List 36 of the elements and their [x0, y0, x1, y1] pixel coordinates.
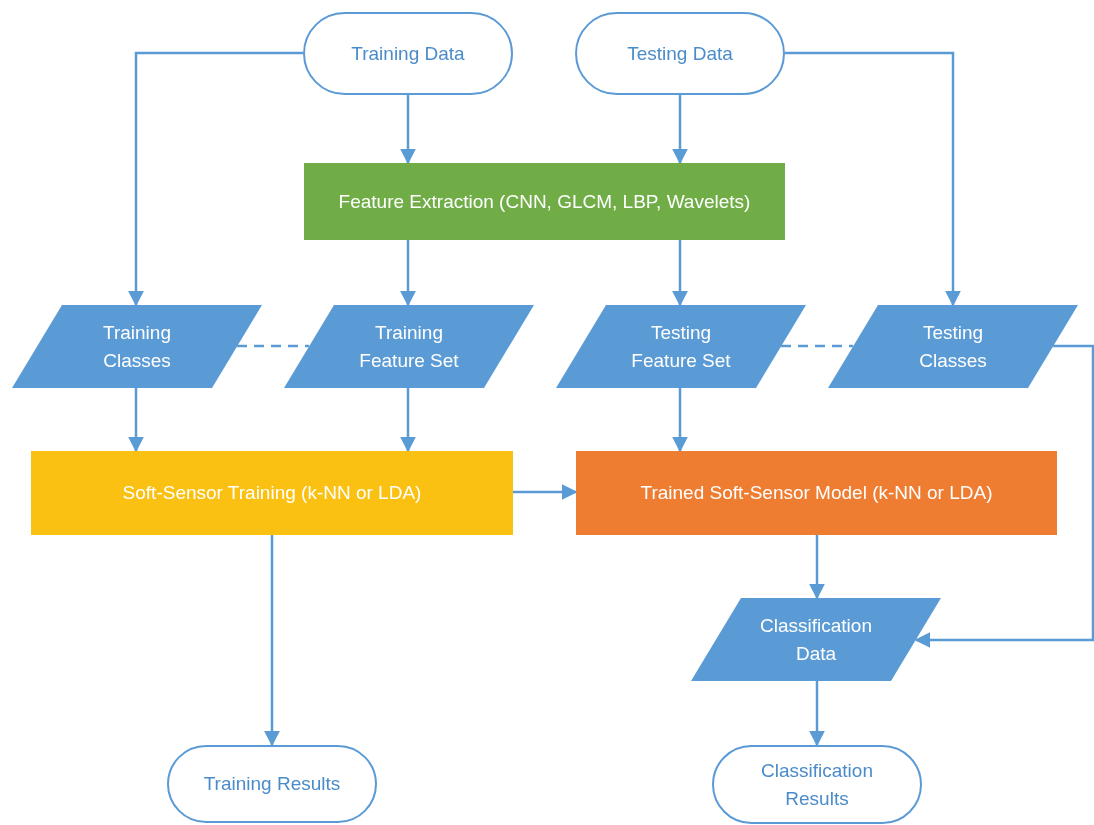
arrow	[400, 240, 416, 307]
node-label: Testing Classes	[918, 320, 988, 373]
arrow	[128, 51, 303, 307]
arrow	[128, 388, 144, 453]
process-box	[576, 451, 1057, 535]
arrow	[809, 681, 825, 747]
data-parallelogram	[691, 598, 941, 681]
data-parallelogram	[12, 305, 262, 388]
node-label: Testing Feature Set	[630, 320, 732, 373]
connector-line	[237, 344, 309, 348]
node-label: Classification Data	[759, 613, 873, 666]
arrow	[672, 95, 688, 165]
node-label: Training Results	[203, 772, 341, 796]
arrow	[400, 388, 416, 453]
arrow	[672, 240, 688, 307]
arrow	[264, 535, 280, 747]
node-label: Trained Soft-Sensor Model (k-NN or LDA)	[640, 481, 993, 505]
node-label: Feature Extraction (CNN, GLCM, LBP, Wavelets)	[338, 189, 751, 214]
arrow	[785, 51, 961, 307]
node-label: Training Data	[351, 41, 465, 66]
node-label: Training Feature Set	[358, 320, 460, 373]
connector-line	[781, 344, 853, 348]
arrow	[513, 484, 578, 500]
arrow	[914, 344, 1094, 648]
node-label: Classification Results	[760, 758, 874, 811]
data-parallelogram	[828, 305, 1078, 388]
node-label: Testing Data	[627, 41, 733, 66]
data-parallelogram	[284, 305, 534, 388]
node-label: Training Classes	[102, 320, 172, 373]
arrow	[672, 388, 688, 453]
arrow	[809, 535, 825, 600]
arrow	[400, 95, 416, 165]
process-box	[31, 451, 513, 535]
data-parallelogram	[556, 305, 806, 388]
node-label: Soft-Sensor Training (k-NN or LDA)	[122, 481, 422, 505]
process-box	[304, 163, 785, 240]
